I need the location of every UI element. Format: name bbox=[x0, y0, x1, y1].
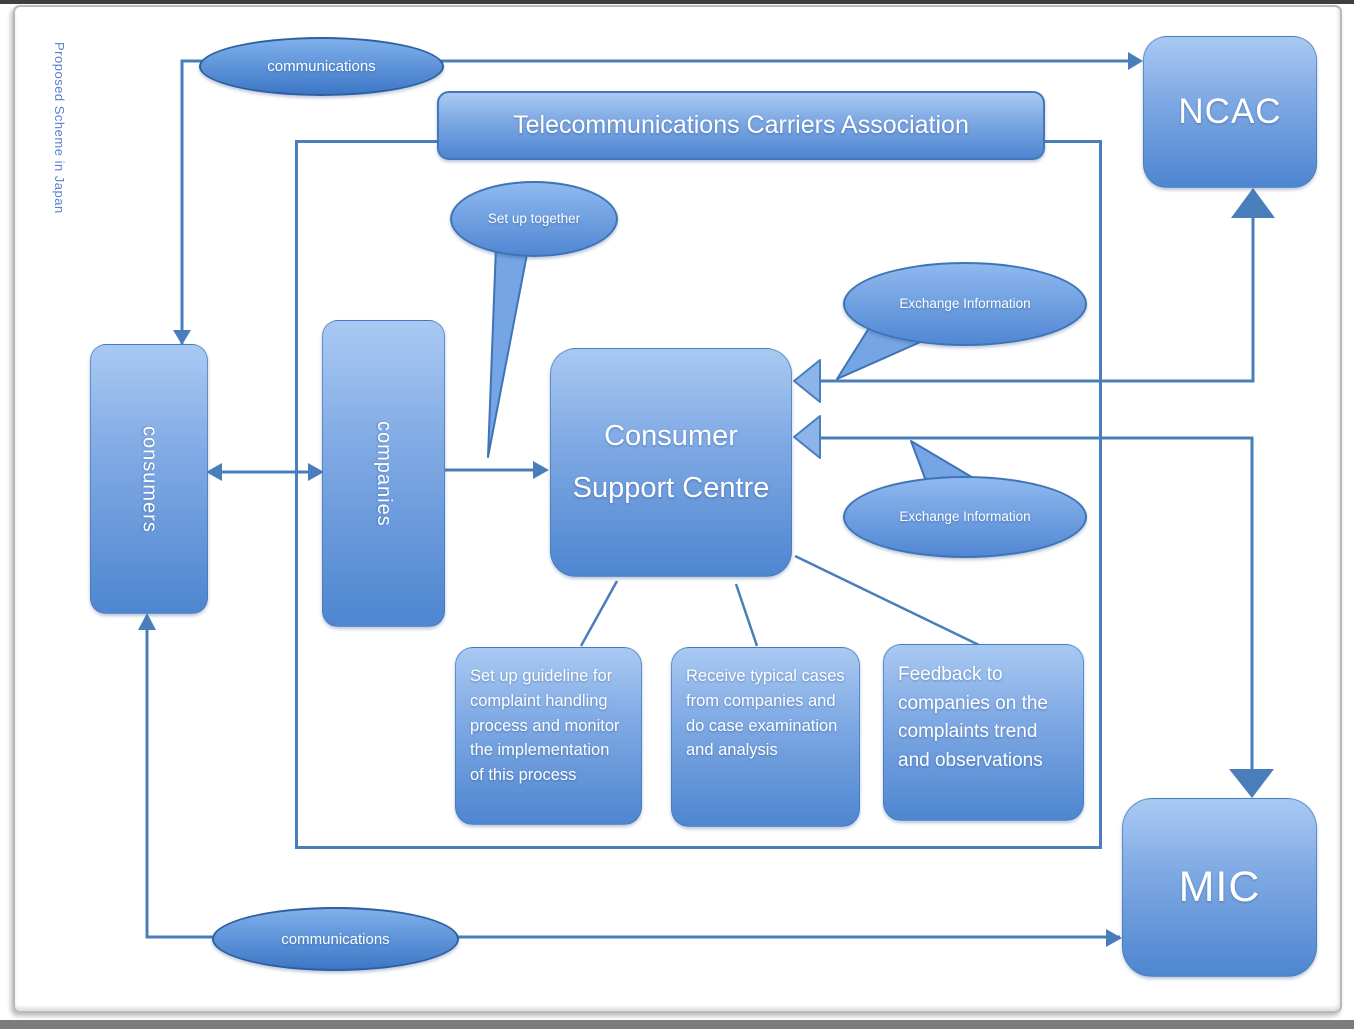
arrow-csc-ncac-exchange bbox=[793, 188, 1275, 403]
communications-bottom-ellipse: communications bbox=[212, 907, 459, 971]
exchange-information-bottom-bubble: Exchange Information bbox=[843, 476, 1087, 558]
bottom-edge-strip bbox=[0, 1020, 1354, 1029]
line-csc-tasks bbox=[579, 554, 982, 648]
side-label: Proposed Scheme in Japan bbox=[52, 42, 67, 214]
exchange-information-top-bubble: Exchange Information bbox=[843, 262, 1087, 346]
companies-label: companies bbox=[373, 420, 395, 527]
consumer-support-centre-box: Consumer Support Centre bbox=[550, 348, 792, 577]
task-box-guideline: Set up guideline for complaint handling … bbox=[455, 647, 642, 825]
mic-box: MIC bbox=[1122, 798, 1317, 977]
arrow-consumers-ncac bbox=[173, 52, 1143, 345]
arrow-consumers-mic bbox=[138, 613, 1122, 947]
companies-box: companies bbox=[322, 320, 445, 627]
tail-setup-bubble bbox=[487, 245, 529, 458]
task-box-feedback: Feedback to companies on the complaints … bbox=[883, 644, 1084, 821]
ncac-box: NCAC bbox=[1143, 36, 1317, 188]
arrow-companies-csc bbox=[443, 461, 549, 479]
communications-top-ellipse: communications bbox=[199, 37, 444, 96]
top-edge-strip bbox=[0, 0, 1354, 4]
page-frame bbox=[13, 5, 1342, 1013]
setup-together-bubble: Set up together bbox=[450, 181, 618, 257]
arrow-consumers-companies bbox=[206, 463, 324, 481]
task-box-receive-cases: Receive typical cases from companies and… bbox=[671, 647, 860, 827]
consumers-label: consumers bbox=[138, 425, 161, 533]
tca-banner: Telecommunications Carriers Association bbox=[437, 91, 1045, 160]
arrow-csc-mic-exchange bbox=[793, 415, 1274, 798]
consumers-box: consumers bbox=[90, 344, 208, 614]
